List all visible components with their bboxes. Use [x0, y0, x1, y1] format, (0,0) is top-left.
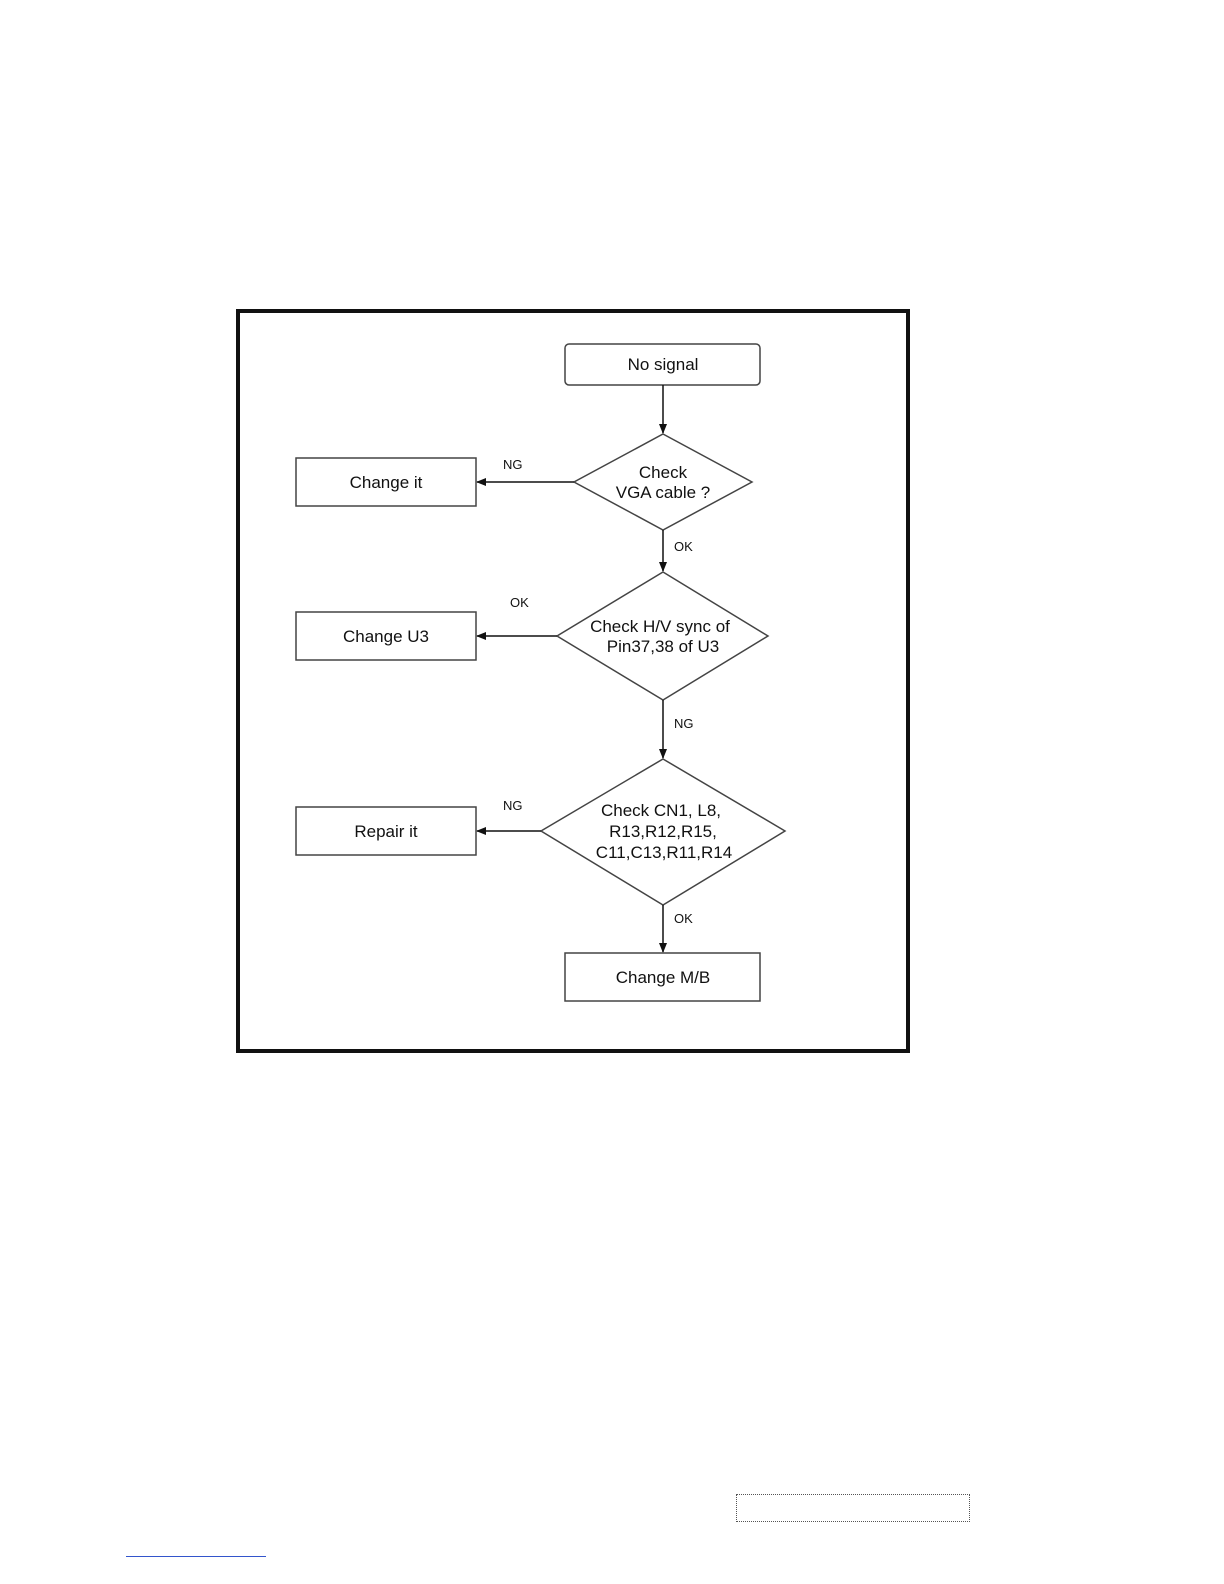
node-change-u3-label: Change U3	[343, 627, 429, 646]
diagram-frame	[238, 311, 908, 1051]
node-no-signal-label: No signal	[628, 355, 699, 374]
edge-cn1-to-repair-label: NG	[503, 798, 523, 813]
decision-check-vga-label-1: Check	[639, 463, 688, 482]
decision-check-vga-label-2: VGA cable ?	[616, 483, 711, 502]
edge-vga-to-hv-label: OK	[674, 539, 693, 554]
edge-hv-to-change-u3-label: OK	[510, 595, 529, 610]
edge-vga-to-change-it-label: NG	[503, 457, 523, 472]
footer-line	[126, 1556, 266, 1557]
node-change-mb-label: Change M/B	[616, 968, 711, 987]
node-change-it-label: Change it	[350, 473, 423, 492]
decision-check-cn1-label-3: C11,C13,R11,R14	[596, 843, 732, 862]
footer-box	[736, 1494, 970, 1522]
node-repair-it-label: Repair it	[354, 822, 418, 841]
edge-hv-to-cn1-label: NG	[674, 716, 694, 731]
decision-check-hv-sync-label-1: Check H/V sync of	[590, 617, 730, 636]
decision-check-hv-sync-label-2: Pin37,38 of U3	[607, 637, 719, 656]
decision-check-cn1-label-2: R13,R12,R15,	[609, 822, 717, 841]
decision-check-cn1-label-1: Check CN1, L8,	[601, 801, 721, 820]
edge-cn1-to-change-mb-label: OK	[674, 911, 693, 926]
